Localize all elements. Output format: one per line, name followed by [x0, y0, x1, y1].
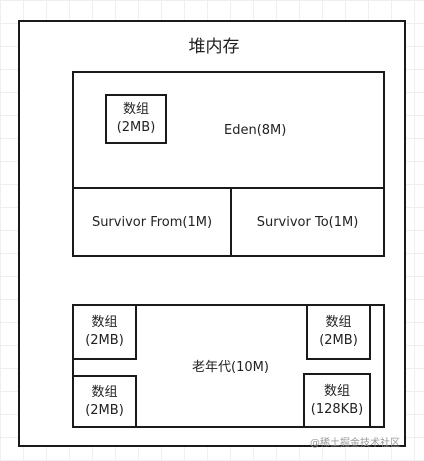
old-array-block-top-right: 数组 (2MB) — [306, 304, 371, 360]
eden-array-name: 数组 — [122, 102, 149, 117]
old-generation-box: 老年代(10M) 数组 (2MB) 数组 (2MB) 数组 (2MB) 数组 (… — [72, 304, 385, 428]
eden-label: Eden(8M) — [224, 123, 287, 138]
old-array-name: 数组 — [325, 315, 352, 330]
old-array-block-bottom-right: 数组 (128KB) — [303, 373, 371, 428]
eden-array-size: (2MB) — [116, 120, 156, 135]
old-array-size: (2MB) — [85, 333, 124, 348]
old-array-size: (2MB) — [319, 333, 358, 348]
old-array-size: (2MB) — [85, 402, 124, 418]
old-array-name: 数组 — [323, 383, 350, 399]
eden-array-block: 数组 (2MB) — [105, 94, 167, 144]
old-array-name: 数组 — [91, 384, 118, 400]
old-array-size: (128KB) — [310, 401, 364, 417]
old-generation-label: 老年代(10M) — [192, 360, 269, 375]
watermark: @稀土掘金技术社区 — [310, 438, 400, 449]
old-array-name: 数组 — [91, 315, 118, 330]
young-generation-box: Eden(8M) 数组 (2MB) Survivor From(1M) Surv… — [72, 71, 385, 257]
old-array-block-bottom-left: 数组 (2MB) — [72, 375, 137, 428]
survivor-from-box: Survivor From(1M) — [72, 187, 232, 257]
survivor-from-label: Survivor From(1M) — [91, 214, 213, 230]
survivor-to-box: Survivor To(1M) — [230, 187, 385, 257]
old-array-block-top-left: 数组 (2MB) — [72, 304, 137, 360]
heap-title: 堆内存 — [188, 37, 240, 57]
heap-memory-box: 堆内存 Eden(8M) 数组 (2MB) Survivor From(1M) … — [18, 20, 406, 447]
survivor-to-label: Survivor To(1M) — [256, 214, 359, 230]
